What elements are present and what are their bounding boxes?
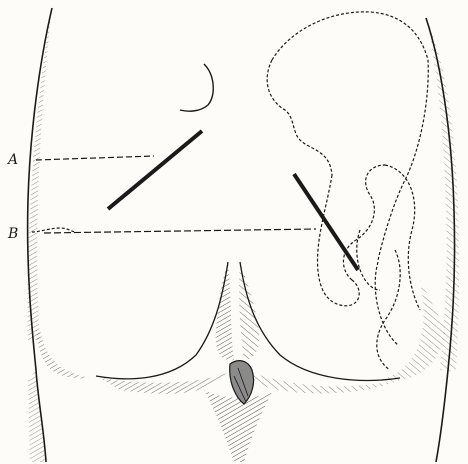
scapula-contour xyxy=(180,64,213,111)
label-a: A xyxy=(6,152,18,168)
gluteal-region xyxy=(96,262,400,462)
rod-b xyxy=(294,174,358,270)
reference-line-b-hook xyxy=(32,228,76,232)
left-flank xyxy=(28,8,90,462)
rod-a xyxy=(108,131,202,209)
ilium-outline xyxy=(267,12,428,370)
label-b: B xyxy=(7,226,18,242)
reference-line-b xyxy=(44,229,316,233)
reference-line-a xyxy=(36,156,154,160)
right-flank xyxy=(380,18,459,462)
